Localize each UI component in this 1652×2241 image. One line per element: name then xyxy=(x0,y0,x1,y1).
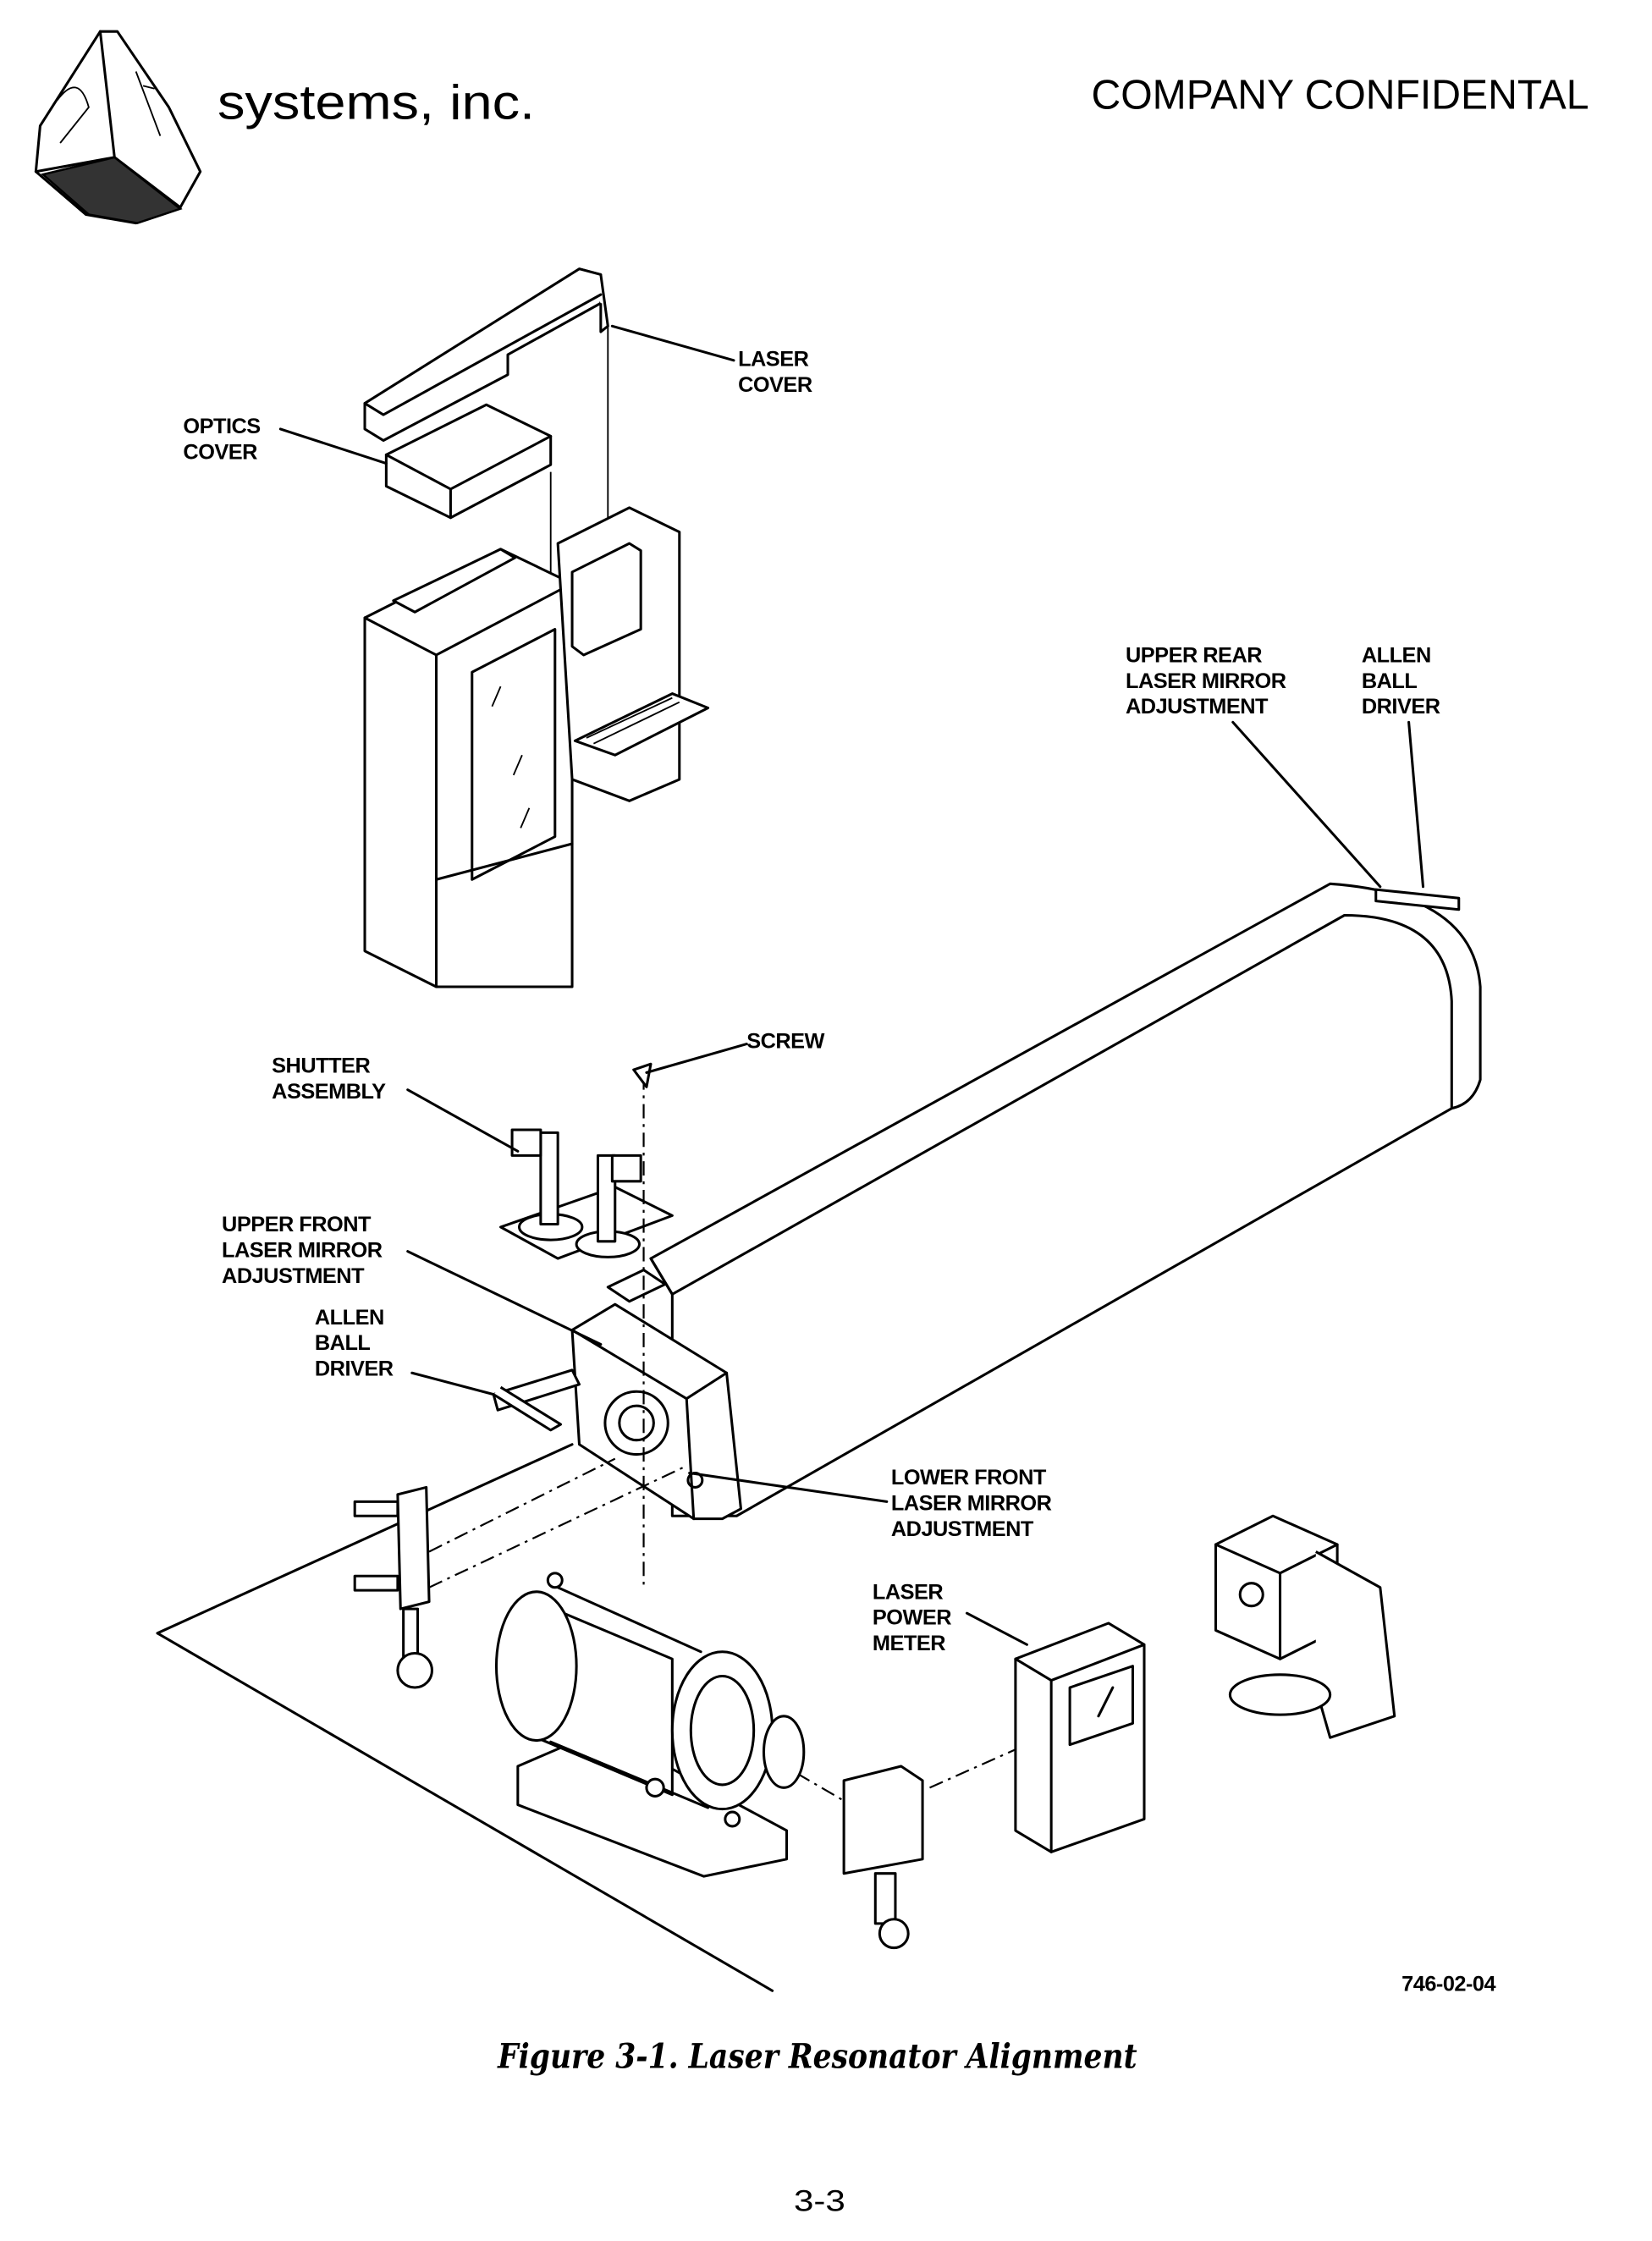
page-number: 3-3 xyxy=(794,2184,845,2218)
company-logo xyxy=(36,31,200,223)
confidential-notice: COMPANY CONFIDENTAL xyxy=(1091,72,1589,118)
label-upper-front-mirror: UPPER FRONTLASER MIRRORADJUSTMENT xyxy=(222,1213,383,1288)
label-laser-power-meter: LASERPOWERMETER xyxy=(873,1580,951,1655)
sla-cabinet xyxy=(365,326,708,987)
label-laser-cover: LASERCOVER xyxy=(738,348,812,397)
label-allen-ball-driver-left: ALLENBALLDRIVER xyxy=(315,1306,394,1381)
label-optics-cover: OPTICSCOVER xyxy=(183,415,260,464)
beam-expander xyxy=(496,1573,803,1876)
detector-mount xyxy=(844,1766,922,1948)
label-lower-front-mirror: LOWER FRONTLASER MIRRORADJUSTMENT xyxy=(891,1466,1052,1541)
label-shutter-assembly: SHUTTERASSEMBLY xyxy=(272,1054,386,1103)
label-upper-rear-mirror: UPPER REARLASER MIRRORADJUSTMENT xyxy=(1126,643,1286,719)
label-screw: SCREW xyxy=(746,1030,824,1054)
laser-power-meter xyxy=(1016,1623,1144,1852)
figure-caption: Figure 3-1. Laser Resonator Alignment xyxy=(497,2036,1137,2077)
company-name: systems, inc. xyxy=(218,75,535,129)
label-allen-ball-driver-right: ALLENBALLDRIVER xyxy=(1362,643,1440,719)
shutter-assembly xyxy=(501,1130,673,1302)
detector-head xyxy=(1215,1516,1394,1737)
mirror-mount xyxy=(355,1487,432,1688)
screw xyxy=(634,1064,651,1087)
drawing-number: 746-02-04 xyxy=(1401,1972,1495,1996)
